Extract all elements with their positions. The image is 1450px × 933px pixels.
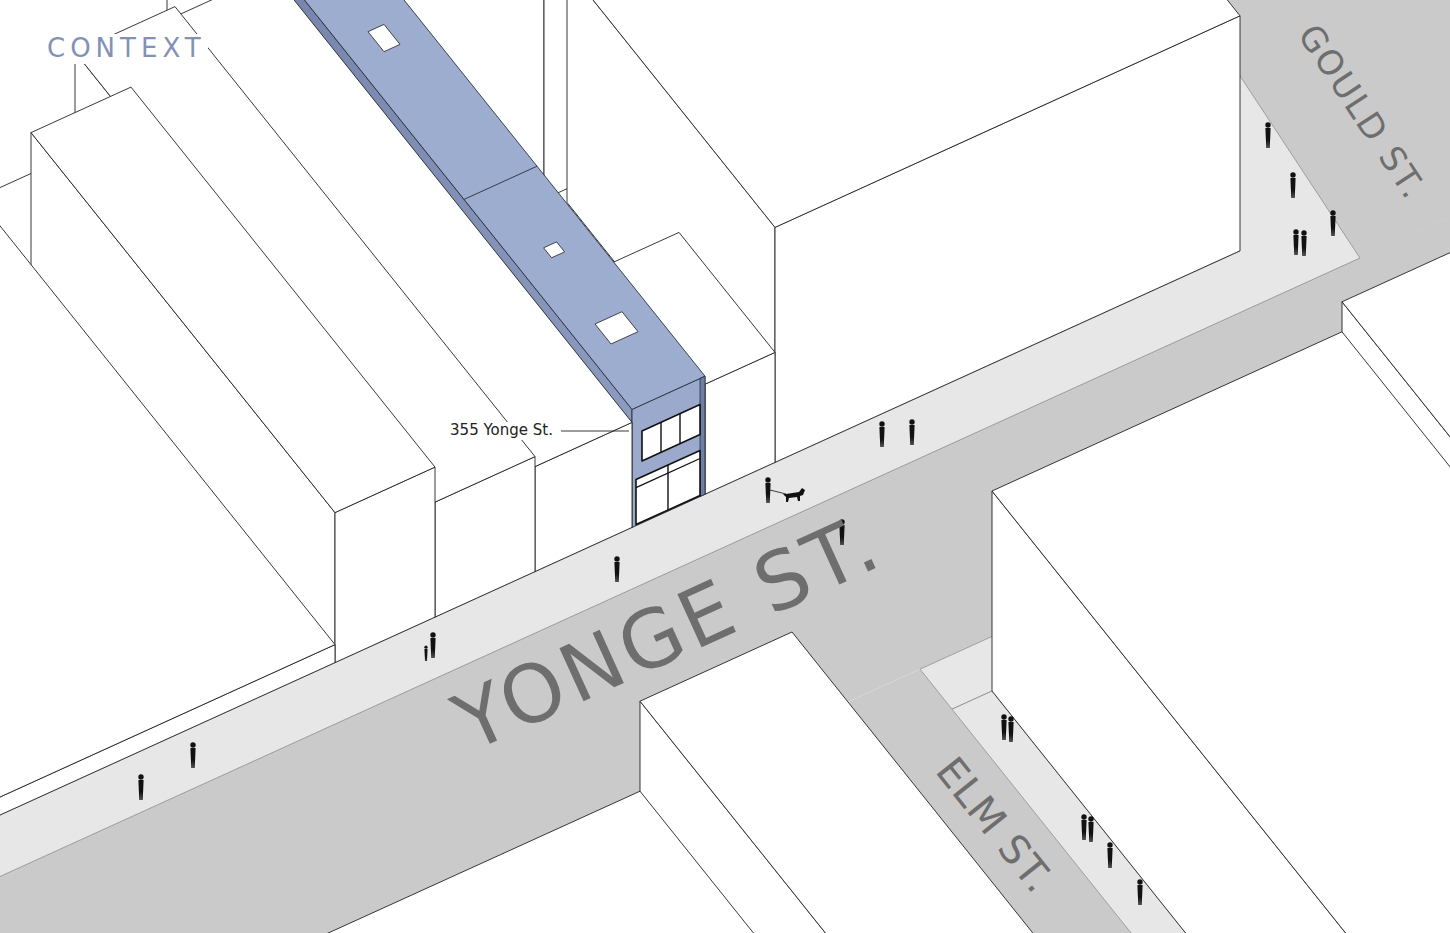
pedestrian-head xyxy=(614,556,619,561)
mullion xyxy=(679,414,680,444)
pedestrian-head xyxy=(190,742,195,747)
pedestrian xyxy=(430,638,435,658)
skylight xyxy=(544,242,565,258)
pedestrian-head xyxy=(430,632,435,637)
pedestrian-head xyxy=(765,477,770,482)
pedestrian xyxy=(1008,722,1013,742)
pedestrian-head xyxy=(909,419,914,424)
pedestrian xyxy=(614,562,619,582)
pedestrian xyxy=(190,748,195,768)
pedestrian xyxy=(424,649,427,661)
pedestrian-head xyxy=(424,646,427,649)
building-roof xyxy=(0,0,167,3)
pedestrian-head xyxy=(138,774,143,779)
pedestrian-head xyxy=(1088,816,1093,821)
pedestrian-head xyxy=(1137,879,1142,884)
pedestrian-head xyxy=(1081,814,1086,819)
pedestrian-head xyxy=(879,421,884,426)
skylight xyxy=(595,312,638,344)
building-roof xyxy=(567,0,1240,227)
pedestrian-head xyxy=(1290,172,1295,177)
pedestrian xyxy=(1301,236,1306,256)
pedestrian-head xyxy=(1301,230,1306,235)
pedestrian-head xyxy=(1293,229,1298,234)
pedestrian-head xyxy=(1001,714,1006,719)
building-roof xyxy=(0,225,335,933)
pedestrian-head xyxy=(1008,716,1013,721)
pedestrian xyxy=(1265,128,1270,148)
pedestrian xyxy=(909,425,914,445)
pedestrian-head xyxy=(1107,842,1112,847)
pedestrian xyxy=(1107,848,1112,868)
pedestrian-head xyxy=(1265,122,1270,127)
storefront xyxy=(636,451,700,525)
roof-joint xyxy=(464,166,537,199)
window xyxy=(642,405,700,461)
pedestrian xyxy=(1330,216,1335,236)
pedestrian xyxy=(1290,178,1295,198)
drawing-title: CONTEXT xyxy=(45,34,208,64)
transom xyxy=(636,459,700,488)
pedestrian xyxy=(1293,235,1298,255)
pedestrian xyxy=(1081,820,1086,840)
pedestrian xyxy=(765,483,770,503)
pedestrian xyxy=(879,427,884,447)
building-roof xyxy=(992,332,1450,933)
highlighted-building xyxy=(368,24,705,524)
pedestrian xyxy=(1001,720,1006,740)
address-label: 355 Yonge St. xyxy=(447,422,556,439)
building-roof xyxy=(640,632,1320,933)
dog xyxy=(783,488,805,502)
leash xyxy=(770,490,786,494)
skylight xyxy=(368,24,400,51)
pedestrian-head xyxy=(1330,210,1335,215)
pedestrians xyxy=(138,122,1335,905)
mullion xyxy=(660,422,661,452)
pedestrian xyxy=(1137,885,1142,905)
pedestrian xyxy=(138,780,143,800)
mullion xyxy=(667,465,668,510)
leader-line xyxy=(561,431,629,432)
pedestrian xyxy=(1088,822,1093,842)
